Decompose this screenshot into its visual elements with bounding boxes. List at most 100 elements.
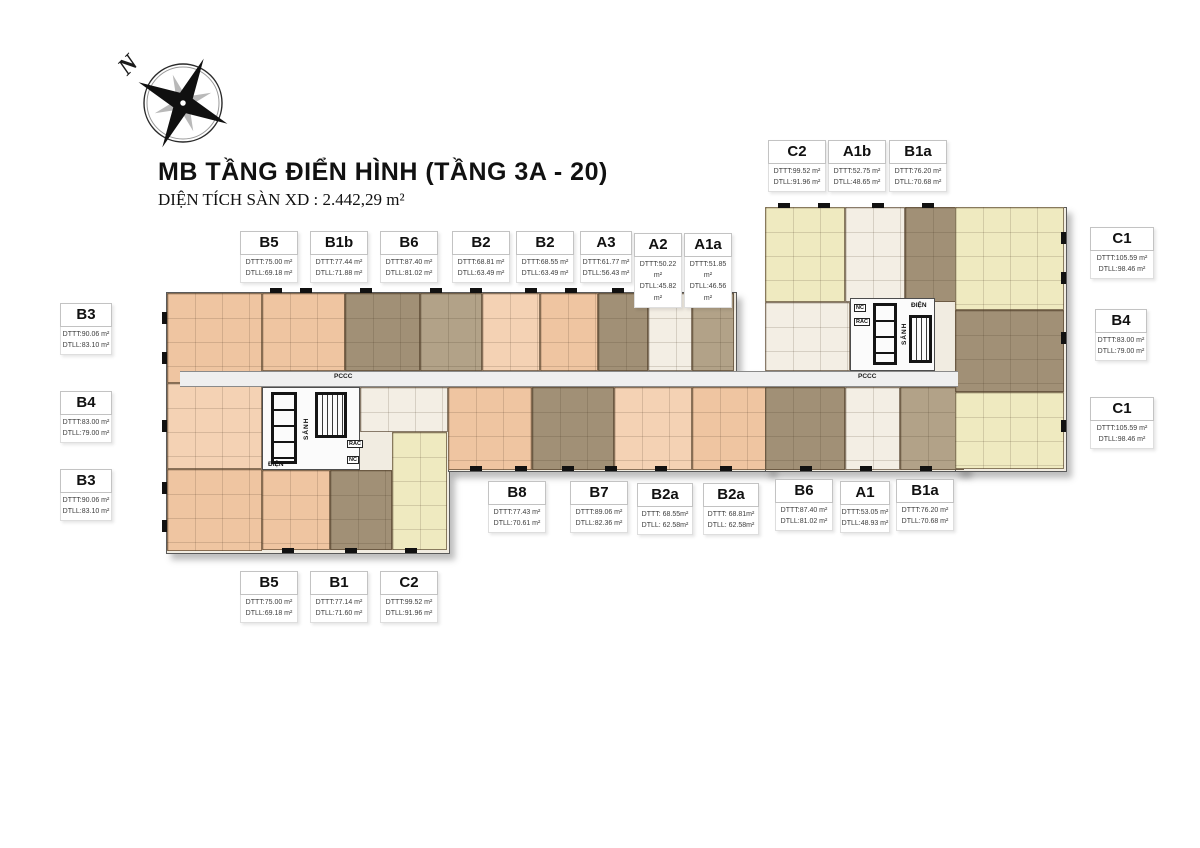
unit-area-b3-top <box>167 293 262 383</box>
unit-area-b6-top <box>420 293 482 371</box>
balcony-tick <box>922 203 934 208</box>
balcony-tick <box>655 466 667 471</box>
trash-room-label: RÁC <box>854 318 870 326</box>
unit-name: B7 <box>570 481 628 505</box>
unit-area-c1-bottom <box>955 392 1064 469</box>
balcony-tick <box>778 203 790 208</box>
lobby-label: SẢNH <box>303 417 310 440</box>
unit-name: C1 <box>1090 227 1154 251</box>
balcony-tick <box>162 520 167 532</box>
balcony-tick <box>818 203 830 208</box>
unit-name: B8 <box>488 481 546 505</box>
unit-name: A1 <box>840 481 890 505</box>
unit-name: B2a <box>637 483 693 507</box>
unit-name: B4 <box>60 391 112 415</box>
balcony-tick <box>562 466 574 471</box>
unit-area-c2-top <box>765 207 845 302</box>
unit-name: B2 <box>452 231 510 255</box>
balcony-tick <box>612 288 624 293</box>
unit-name: C2 <box>768 140 826 164</box>
nc-room-label: NC <box>347 456 359 464</box>
page-title: MB TẦNG ĐIỂN HÌNH (TẦNG 3A - 20) <box>158 158 608 186</box>
unit-name: B6 <box>380 231 438 255</box>
stairs-icon <box>315 392 347 438</box>
elevator-shaft-icon <box>873 303 897 365</box>
unit-area-b2a-2 <box>692 387 769 470</box>
corridor <box>180 371 958 387</box>
unit-area-b2-1 <box>482 293 540 371</box>
unit-name: B1b <box>310 231 368 255</box>
balcony-tick <box>515 466 527 471</box>
unit-name: B5 <box>240 571 298 595</box>
unit-name: A1a <box>684 233 732 257</box>
balcony-tick <box>470 466 482 471</box>
unit-area-b1a-top <box>905 207 964 302</box>
balcony-tick <box>1061 420 1066 432</box>
balcony-tick <box>470 288 482 293</box>
unit-area-b2a-1 <box>614 387 692 470</box>
balcony-tick <box>920 466 932 471</box>
unit-area-fill-right <box>765 302 850 371</box>
unit-area-b7 <box>532 387 614 470</box>
balcony-tick <box>605 466 617 471</box>
unit-name: B2 <box>516 231 574 255</box>
unit-area-b4-right <box>955 310 1064 392</box>
unit-area-b5-bottom <box>262 470 330 550</box>
unit-area-b1 <box>330 470 392 550</box>
unit-name: C2 <box>380 571 438 595</box>
unit-area-a1 <box>845 387 900 470</box>
unit-area-b3-bottom <box>167 469 262 551</box>
balcony-tick <box>525 288 537 293</box>
balcony-tick <box>360 288 372 293</box>
balcony-tick <box>860 466 872 471</box>
balcony-tick <box>162 420 167 432</box>
unit-area-b1b <box>345 293 420 371</box>
unit-name: B1 <box>310 571 368 595</box>
unit-name: B1a <box>896 479 954 503</box>
unit-area-b5-top <box>262 293 345 371</box>
fire-corridor-label-right: PCCC <box>858 373 877 380</box>
